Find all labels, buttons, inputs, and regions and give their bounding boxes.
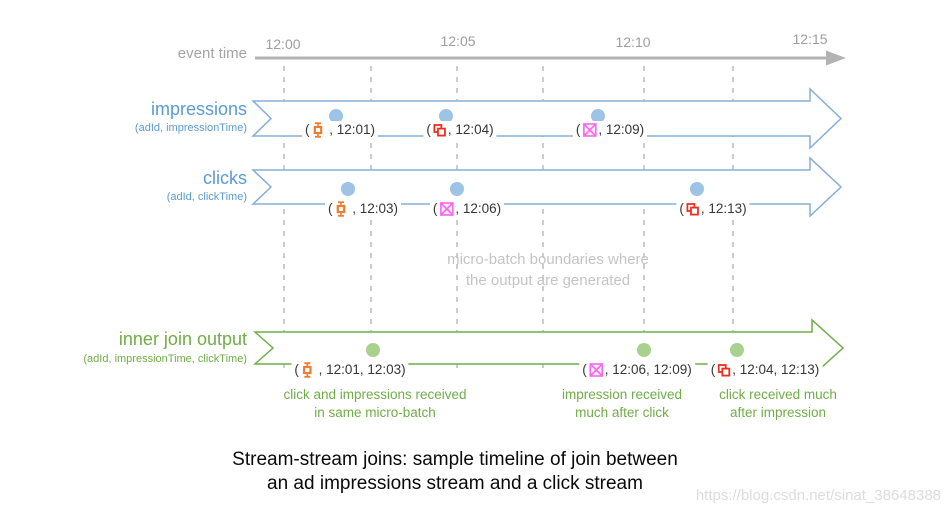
micro-batch-note-line2: the output are generated <box>465 272 631 289</box>
impression-event-dots <box>329 109 605 123</box>
paren: ( <box>294 362 299 377</box>
paren: ( <box>582 362 587 377</box>
paren: ( <box>575 122 581 137</box>
click-event-12-03: ( , 12:03) <box>324 200 402 218</box>
paren: ( <box>679 201 684 216</box>
impression-event-12-09: ( , 12:09) <box>572 121 648 139</box>
annotation-click-after-impression: click received much after impression <box>719 386 837 422</box>
join-event-12-06-12-09: ( , 12:06, 12:09) <box>579 361 695 379</box>
paren: ( <box>710 362 716 377</box>
tick-12-00: 12:00 <box>265 36 301 52</box>
click-event-12-06: ( , 12:06) <box>429 200 505 218</box>
join-event-12-01-12-03: ( , 12:01, 12:03) <box>291 361 409 379</box>
clicks-stream-label: clicks <box>203 168 247 188</box>
micro-batch-boundary-lines <box>283 66 734 372</box>
axis-arrowhead-icon <box>826 50 846 66</box>
event-time-text: , 12:01) <box>325 122 376 137</box>
micro-batch-note-line1: micro-batch boundaries where <box>447 251 649 268</box>
event-time-text: , 12:06, 12:09) <box>604 362 692 377</box>
paren: ( <box>432 201 438 216</box>
join-event-12-04-12-13: ( , 12:04, 12:13) <box>707 361 823 379</box>
caption-line1: Stream-stream joins: sample timeline of … <box>232 449 678 470</box>
figure-caption: Stream-stream joins: sample timeline of … <box>232 448 678 496</box>
impressions-schema-label: (adId, impressionTime) <box>134 122 247 134</box>
orange-ad-icon <box>336 201 345 217</box>
paren: ( <box>304 122 310 137</box>
red-ad-icon <box>432 123 446 136</box>
paren: ( <box>327 201 333 216</box>
inner-join-output-label: inner join output <box>118 329 247 349</box>
tick-12-05: 12:05 <box>440 33 476 49</box>
annotation-line2: in same micro-batch <box>314 405 436 420</box>
micro-batch-note: micro-batch boundaries where the output … <box>447 249 649 291</box>
red-ad-icon <box>717 363 730 376</box>
annotation-impression-after-click: impression received much after click <box>562 386 682 422</box>
watermark-url: https://blog.csdn.net/sinat_38648388 <box>695 487 941 504</box>
event-time-axis <box>255 50 846 66</box>
tick-12-15: 12:15 <box>792 31 828 47</box>
clicks-schema-label: (adId, clickTime) <box>166 191 247 203</box>
pink-ad-icon <box>439 202 454 216</box>
annotation-line1: click received much <box>719 387 837 402</box>
impressions-stream-label: impressions <box>150 99 247 119</box>
caption-line2: an ad impressions stream and a click str… <box>267 473 643 494</box>
orange-ad-icon <box>313 122 322 138</box>
event-time-text: , 12:09) <box>598 122 645 137</box>
event-time-text: , 12:13) <box>700 201 747 216</box>
red-ad-icon <box>685 202 699 215</box>
orange-ad-icon <box>302 362 312 378</box>
event-time-text: , 12:04) <box>447 122 494 137</box>
annotation-same-micro-batch: click and impressions received in same m… <box>283 386 466 422</box>
event-time-text: , 12:03) <box>348 201 399 216</box>
annotation-line2: after impression <box>729 405 827 420</box>
annotation-line2: much after click <box>575 405 669 420</box>
event-time-text: , 12:06) <box>455 201 502 216</box>
event-time-text: , 12:04, 12:13) <box>732 362 820 377</box>
impression-event-12-04: ( , 12:04) <box>423 121 497 139</box>
event-time-label: event time <box>177 45 247 62</box>
paren: ( <box>426 122 431 137</box>
tick-12-10: 12:10 <box>615 34 651 50</box>
impressions-stream-arrow <box>251 87 843 150</box>
click-event-dots <box>341 182 704 196</box>
annotation-line1: impression received <box>561 387 683 402</box>
join-output-dots <box>366 343 744 357</box>
click-event-12-13: ( , 12:13) <box>676 200 750 218</box>
annotation-line1: click and impressions received <box>283 387 467 402</box>
output-schema-label: (adId, impressionTime, clickTime) <box>83 353 247 365</box>
pink-ad-icon <box>588 363 603 377</box>
event-time-text: , 12:01, 12:03) <box>314 362 406 377</box>
pink-ad-icon <box>582 123 597 137</box>
impression-event-12-01: ( , 12:01) <box>301 121 379 139</box>
